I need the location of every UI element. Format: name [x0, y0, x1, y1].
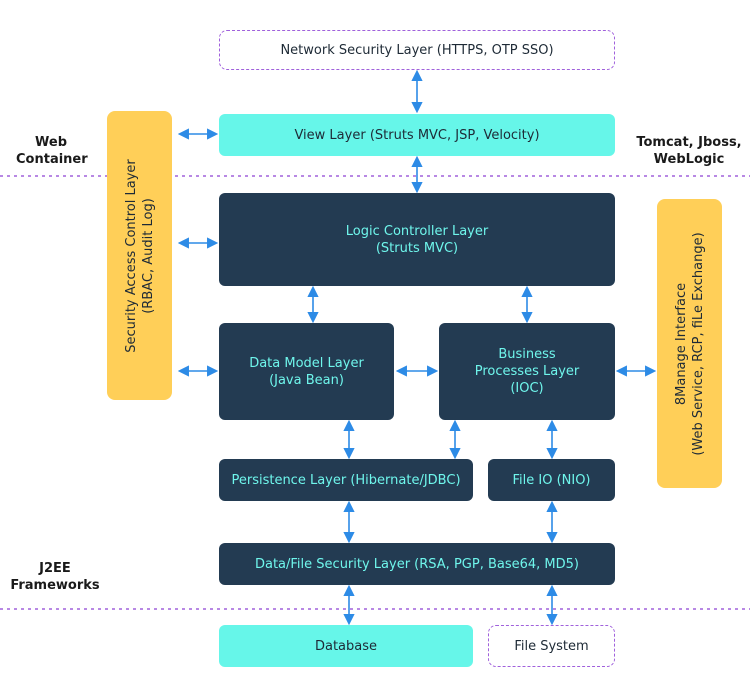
security-access-label-line2: (RBAC, Audit Log): [140, 197, 156, 314]
data-file-security-layer: Data/File Security Layer (RSA, PGP, Base…: [219, 543, 615, 585]
manage-interface-label-line2: (Web Service, RCP, fiLe Exchange): [690, 231, 706, 456]
database-label: Database: [314, 638, 378, 654]
security-access-control-layer: Security Access Control Layer (RBAC, Aud…: [107, 111, 172, 400]
data-model-label-line1: Data Model Layer: [249, 355, 364, 371]
web-container-label-line2: Container: [16, 152, 88, 167]
web-container-label-line1: Web: [35, 135, 67, 150]
file-io-label: File IO (NIO): [512, 472, 591, 488]
security-access-label-line1: Security Access Control Layer: [123, 158, 139, 353]
logic-controller-label-line1: Logic Controller Layer: [345, 223, 489, 239]
view-layer-label: View Layer (Struts MVC, JSP, Velocity): [294, 127, 540, 143]
network-security-layer: Network Security Layer (HTTPS, OTP SSO): [219, 30, 615, 70]
web-container-label: Web Container: [16, 134, 88, 168]
business-processes-layer: Business Processes Layer (IOC): [439, 323, 615, 420]
manage-interface: 8Manage Interface (Web Service, RCP, fiL…: [657, 199, 722, 488]
business-label-line1: Business: [498, 347, 556, 362]
app-server-label: Tomcat, Jboss, WebLogic: [634, 134, 744, 168]
network-security-label: Network Security Layer (HTTPS, OTP SSO): [280, 42, 554, 58]
persistence-label: Persistence Layer (Hibernate/JDBC): [231, 472, 461, 488]
app-server-label-line2: WebLogic: [653, 152, 725, 167]
persistence-layer: Persistence Layer (Hibernate/JDBC): [219, 459, 473, 501]
file-system: File System: [488, 625, 615, 667]
j2ee-label-line1: J2EE: [39, 561, 71, 576]
security-access-text: Security Access Control Layer (RBAC, Aud…: [123, 159, 157, 353]
file-system-label: File System: [514, 638, 589, 654]
data-model-layer: Data Model Layer (Java Bean): [219, 323, 394, 420]
logic-controller-layer: Logic Controller Layer (Struts MVC): [219, 193, 615, 286]
manage-interface-label-line1: 8Manage Interface: [673, 282, 689, 405]
j2ee-label-line2: Frameworks: [10, 578, 100, 593]
file-io-layer: File IO (NIO): [488, 459, 615, 501]
data-file-security-label: Data/File Security Layer (RSA, PGP, Base…: [254, 556, 579, 572]
data-model-label-line2: (Java Bean): [269, 372, 344, 388]
j2ee-frameworks-label: J2EE Frameworks: [10, 560, 100, 594]
logic-controller-label-line2: (Struts MVC): [375, 240, 459, 256]
view-layer: View Layer (Struts MVC, JSP, Velocity): [219, 114, 615, 156]
database: Database: [219, 625, 473, 667]
manage-interface-text: 8Manage Interface (Web Service, RCP, fiL…: [673, 232, 707, 455]
business-label-line2: Processes Layer: [474, 364, 580, 379]
business-label-line3: (IOC): [510, 381, 544, 396]
app-server-label-line1: Tomcat, Jboss,: [636, 135, 742, 150]
